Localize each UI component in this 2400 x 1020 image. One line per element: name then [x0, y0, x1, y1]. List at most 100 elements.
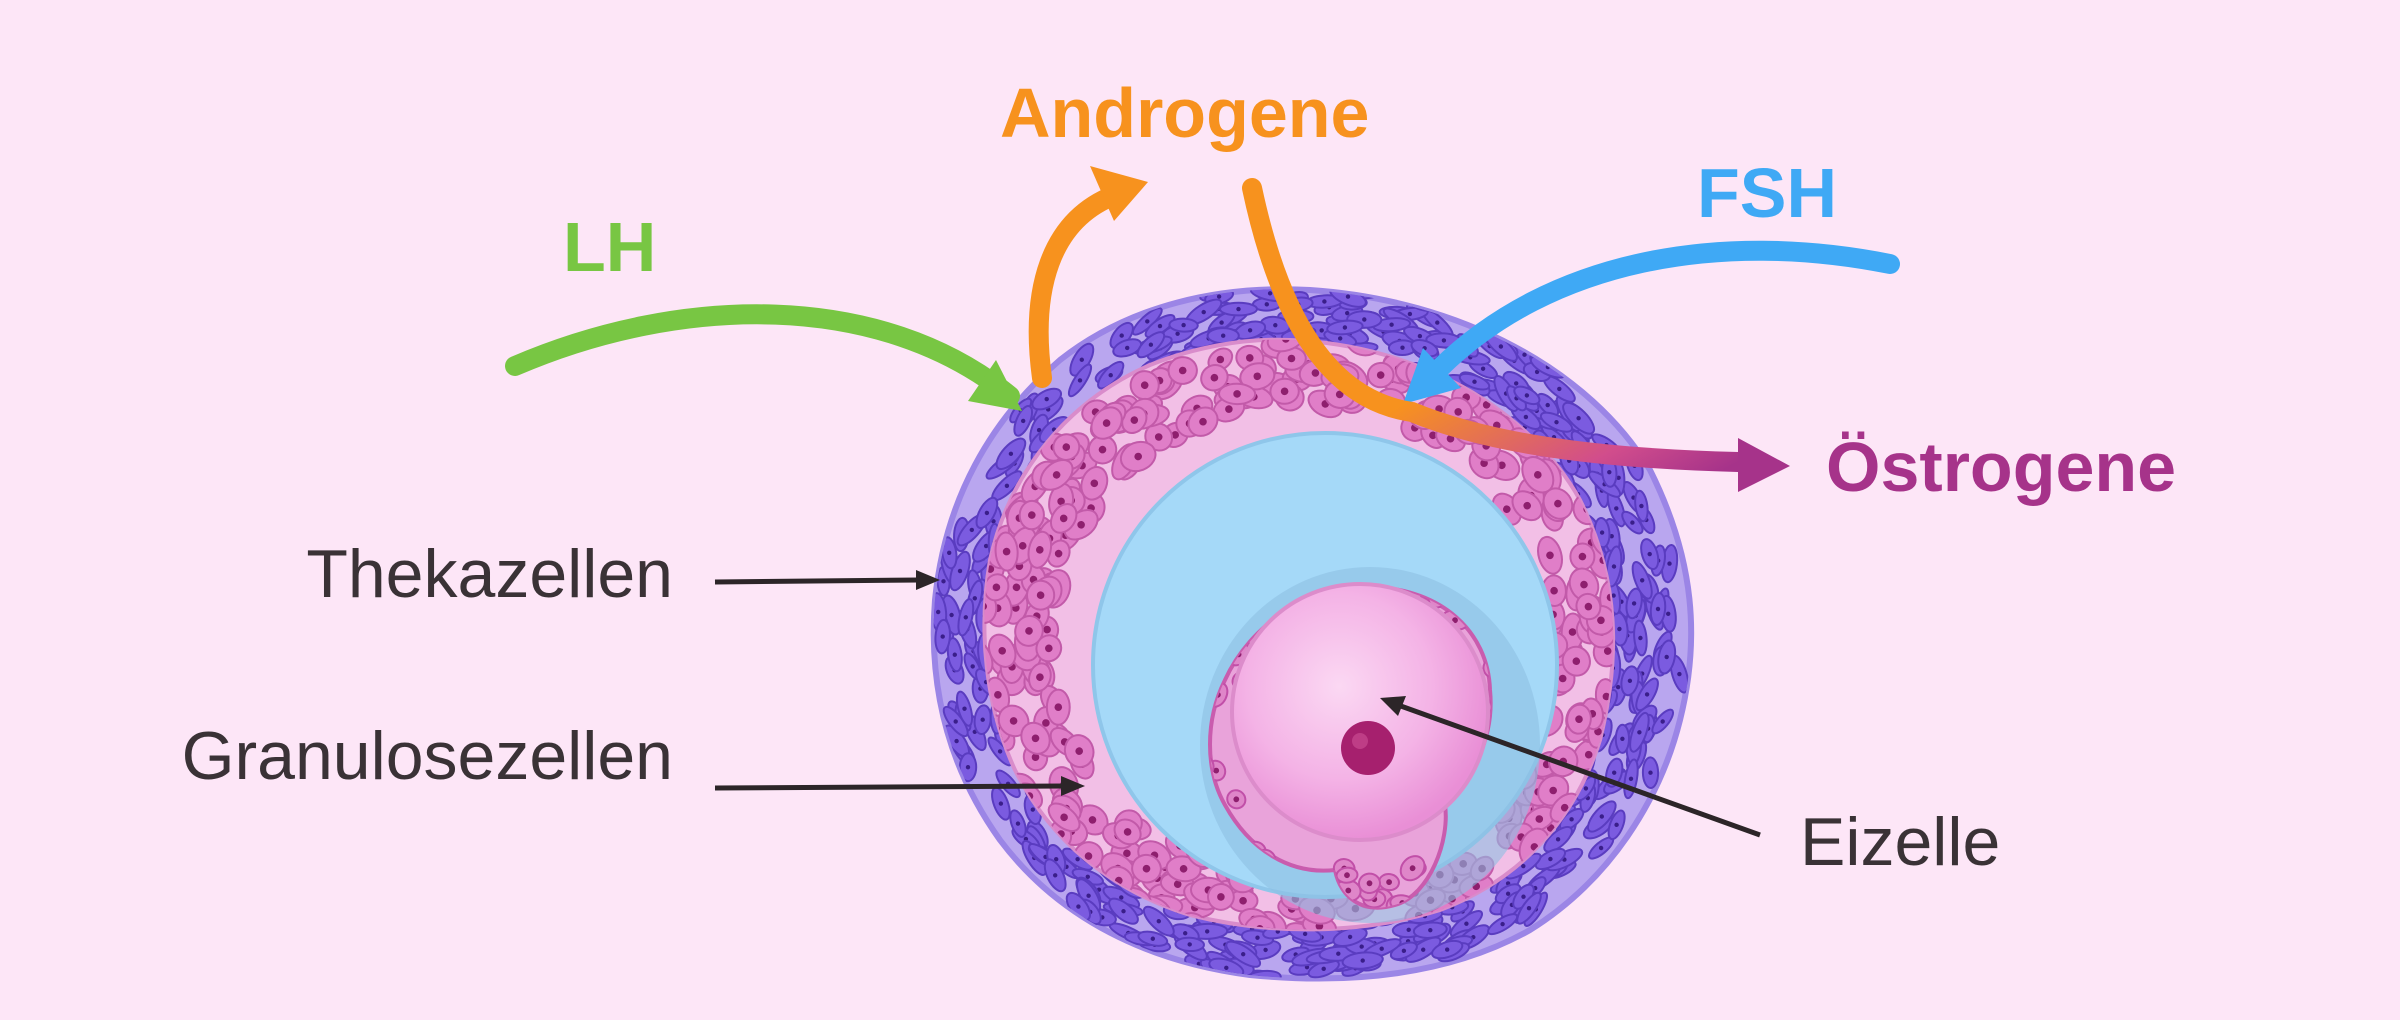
theca-cell: [1013, 405, 1034, 437]
fsh-arrow-head: [1403, 348, 1461, 404]
theca-cell: [1410, 338, 1439, 358]
theca-cell: [1586, 800, 1617, 833]
granulosa-cell: [1039, 459, 1074, 491]
granulosa-cell: [1561, 645, 1591, 677]
theca-cell: [1031, 387, 1063, 411]
theca-cell: [1640, 538, 1660, 571]
theca-cell: [1513, 385, 1541, 406]
theca-cell: [1516, 891, 1542, 925]
theca-cell: [1605, 757, 1624, 788]
theca-cell: [1633, 619, 1648, 657]
theca-cell: [1405, 936, 1442, 963]
theca-cell: [1108, 897, 1139, 925]
theca-cell: [1389, 941, 1418, 961]
granulosa-cell: [1113, 818, 1142, 846]
theca-cell: [1137, 930, 1169, 947]
granulosa-cell: [1020, 721, 1051, 755]
theca-cell: [1631, 561, 1653, 600]
cumulus-cell: [1210, 754, 1215, 777]
granulosa-cell: [1025, 579, 1056, 611]
thekazellen-label: Thekazellen: [306, 536, 673, 612]
granulosa-cell: [1045, 688, 1071, 726]
theca-cell: [1378, 289, 1415, 299]
granulosa-cell: [1266, 339, 1305, 353]
fsh-arrow-line: [1430, 240, 1900, 378]
theca-cell: [995, 437, 1027, 471]
granulosa-cell: [1218, 382, 1257, 406]
androgene-label: Androgene: [1000, 74, 1370, 152]
granulosa-cell: [1187, 406, 1219, 437]
theca-cell: [1341, 951, 1384, 970]
granulosa-cell: [1566, 703, 1592, 735]
cumulus-cell: [1358, 872, 1381, 895]
granulosa-cell: [1080, 466, 1109, 501]
theca-cell: [946, 637, 963, 673]
granulosazellen-label: Granulosezellen: [181, 718, 673, 794]
granulosa-cell: [1018, 499, 1045, 531]
granulosa-cell: [1049, 503, 1078, 534]
granulosa-cell: [1521, 456, 1555, 494]
theca-cell: [1168, 317, 1199, 333]
theca-cell: [1634, 489, 1649, 523]
theca-cell: [1605, 545, 1623, 588]
theca-cell: [1487, 913, 1519, 936]
oocyte: [1230, 582, 1490, 842]
theca-cell: [934, 618, 951, 655]
cumulus-cell: [1335, 866, 1359, 884]
androgene-to-oestrogene-line: [1242, 178, 1748, 472]
theca-cell: [1543, 825, 1573, 853]
theca-cell: [1043, 858, 1067, 893]
cumulus-cell: [1226, 789, 1247, 810]
theca-cell: [1635, 677, 1659, 712]
theca-cell: [1629, 711, 1650, 753]
theca-cell: [955, 690, 974, 727]
theca-cell: [975, 496, 999, 529]
androgene-arrow-line: [1028, 185, 1125, 388]
granulosa-cell: [1542, 487, 1574, 520]
androgene-arrow-head: [1090, 166, 1148, 221]
theca-cell: [1651, 708, 1675, 735]
fsh-label: FSH: [1697, 154, 1837, 232]
theca-cell: [1641, 756, 1660, 789]
granulosa-cell: [1511, 490, 1543, 522]
granulosa-cell: [1035, 634, 1063, 663]
granulosa-cell: [1167, 356, 1198, 385]
theca-cell: [1067, 363, 1093, 398]
lh-arrow-line: [505, 304, 1020, 406]
theca-cell: [1412, 921, 1448, 939]
theca-cell: [1657, 639, 1677, 675]
theca-cell: [1136, 331, 1166, 359]
oestrogene-arrow-head: [1738, 438, 1790, 492]
granulosa-cell: [1028, 662, 1052, 693]
eizelle-label: Eizelle: [1800, 804, 2001, 880]
granulosa-cell: [1207, 883, 1235, 911]
theca-cell: [1458, 372, 1491, 391]
granulosa-cell: [1119, 440, 1157, 473]
theca-cell: [1219, 301, 1258, 317]
theca-cell: [1607, 809, 1626, 841]
theca-cell: [1305, 294, 1344, 309]
oestrogene-label: Östrogene: [1826, 428, 2177, 506]
granulosa-cell: [1269, 377, 1300, 405]
theca-cell: [1301, 275, 1339, 288]
granulosazellen-pointer: [714, 776, 1085, 796]
granulosa-cell: [1063, 734, 1095, 769]
theca-cell: [1539, 411, 1574, 433]
theca-cell: [1112, 338, 1143, 358]
theca-cell: [1614, 723, 1631, 754]
theca-cell: [1142, 905, 1175, 937]
theca-cell: [1534, 847, 1567, 871]
oocyte-nucleus: [1341, 721, 1395, 775]
theca-cell: [1326, 319, 1364, 336]
theca-cell: [1625, 587, 1643, 620]
granulosa-cell: [1575, 592, 1602, 621]
cumulus-cell: [1399, 855, 1426, 882]
granulosa-cell: [1131, 853, 1162, 884]
theca-cell: [1620, 665, 1640, 697]
granulosa-cell: [1047, 802, 1081, 833]
granulosa-cell: [1052, 433, 1081, 461]
lh-arrow-head: [968, 360, 1022, 411]
theca-cell: [1621, 510, 1644, 535]
granulosa-cell: [1090, 406, 1123, 440]
